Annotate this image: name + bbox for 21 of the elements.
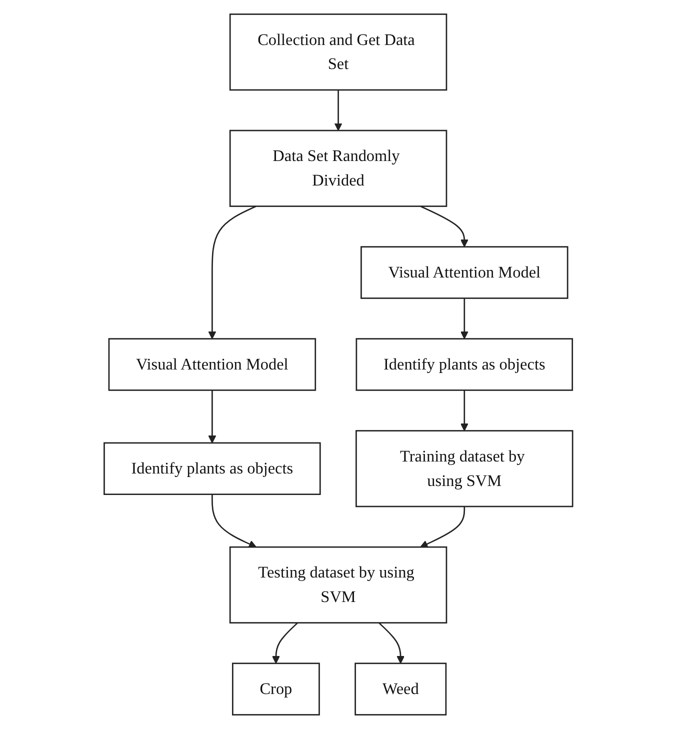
node-box [108, 338, 316, 391]
arrow [211, 494, 256, 548]
arrow [420, 506, 465, 548]
arrow [208, 206, 256, 340]
arrow [420, 206, 468, 248]
arrow [334, 90, 342, 131]
node-box [229, 130, 447, 207]
node-box [355, 430, 573, 508]
flowchart-drawing: Collection and Get Data Set Data Set Randomly Divided Visual Attention Model Visual Attention Model Identify plants as objects Identify plants as objects Training dataset by using SVM Testing dataset by using SVM Crop Weed [96, 7, 580, 722]
arrow [378, 622, 404, 664]
node-box [355, 338, 573, 391]
arrow [460, 390, 468, 432]
node-box [229, 546, 447, 624]
node-box [229, 14, 447, 91]
node-box [103, 442, 320, 495]
node-box [360, 246, 568, 299]
node-box [354, 662, 446, 716]
arrow [208, 390, 216, 444]
arrow [460, 298, 468, 340]
arrow [272, 622, 298, 664]
node-box [232, 662, 320, 716]
